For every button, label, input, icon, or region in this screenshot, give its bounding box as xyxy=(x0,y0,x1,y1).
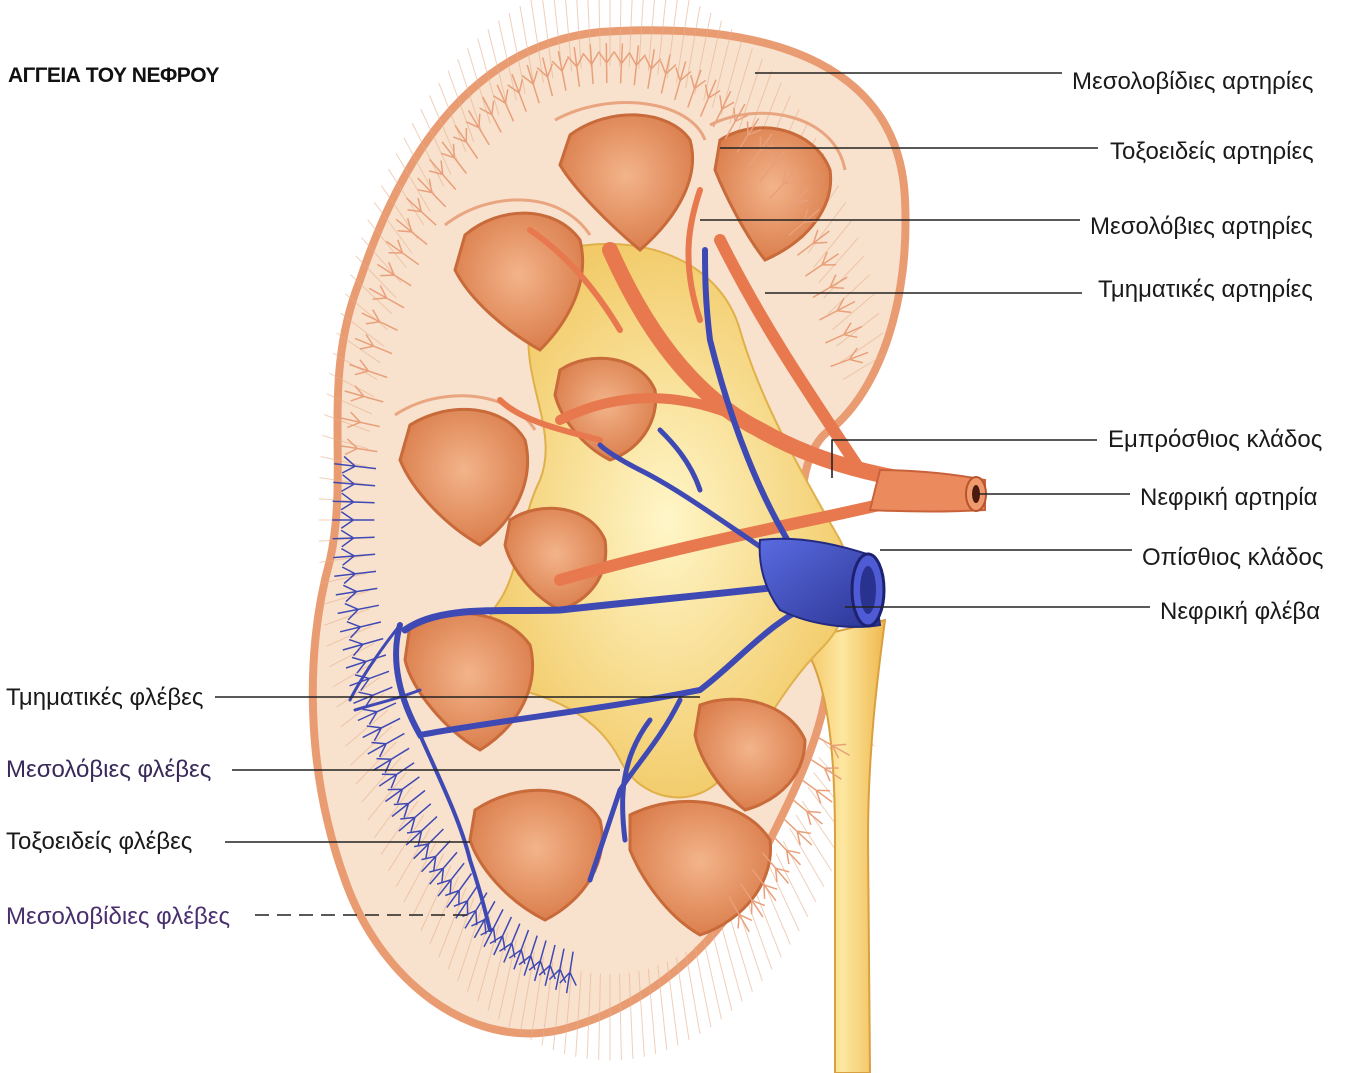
label-posterior-branch: Οπίσθιος κλάδος xyxy=(1142,544,1323,572)
cortex-striation xyxy=(776,854,808,917)
cortex-striation xyxy=(704,940,722,1020)
label-arcuate-arteries: Τοξοειδείς αρτηρίες xyxy=(1110,138,1314,166)
label-interlobar-arteries: Μεσολόβιες αρτηρίες xyxy=(1090,213,1313,241)
label-interlobar-veins: Μεσολόβιες φλέβες xyxy=(6,756,211,784)
renal-artery xyxy=(870,470,986,512)
artery-twig xyxy=(800,778,832,803)
cortex-striation xyxy=(695,946,711,1027)
cortex-striation xyxy=(754,888,781,958)
label-interlobular-arteries: Μεσολοβίδιες αρτηρίες xyxy=(1072,68,1313,96)
label-renal-artery: Νεφρική αρτηρία xyxy=(1140,484,1317,512)
label-segmental-arteries: Τμηματικές αρτηρίες xyxy=(1098,276,1313,304)
figure-title: ΑΓΓΕΙΑ ΤΟΥ ΝΕΦΡΟΥ xyxy=(8,64,219,88)
label-renal-vein: Νεφρική φλέβα xyxy=(1160,598,1320,626)
cortex-striation xyxy=(686,952,700,1034)
cortex-striation xyxy=(730,916,753,991)
cortex-striation xyxy=(721,925,742,1002)
cortex-striation xyxy=(713,933,733,1011)
cortex-striation xyxy=(746,898,772,970)
cortex-striation xyxy=(790,828,824,887)
cortex-striation xyxy=(802,801,839,854)
cortex-striation xyxy=(796,815,831,871)
label-arcuate-veins: Τοξοειδείς φλέβες xyxy=(6,828,192,856)
label-interlobular-veins: Μεσολοβίδιες φλέβες xyxy=(6,903,230,931)
label-segmental-veins: Τμηματικές φλέβες xyxy=(6,684,203,712)
artery-twig xyxy=(792,799,823,825)
label-anterior-branch: Εμπρόσθιος κλάδος xyxy=(1108,426,1322,454)
